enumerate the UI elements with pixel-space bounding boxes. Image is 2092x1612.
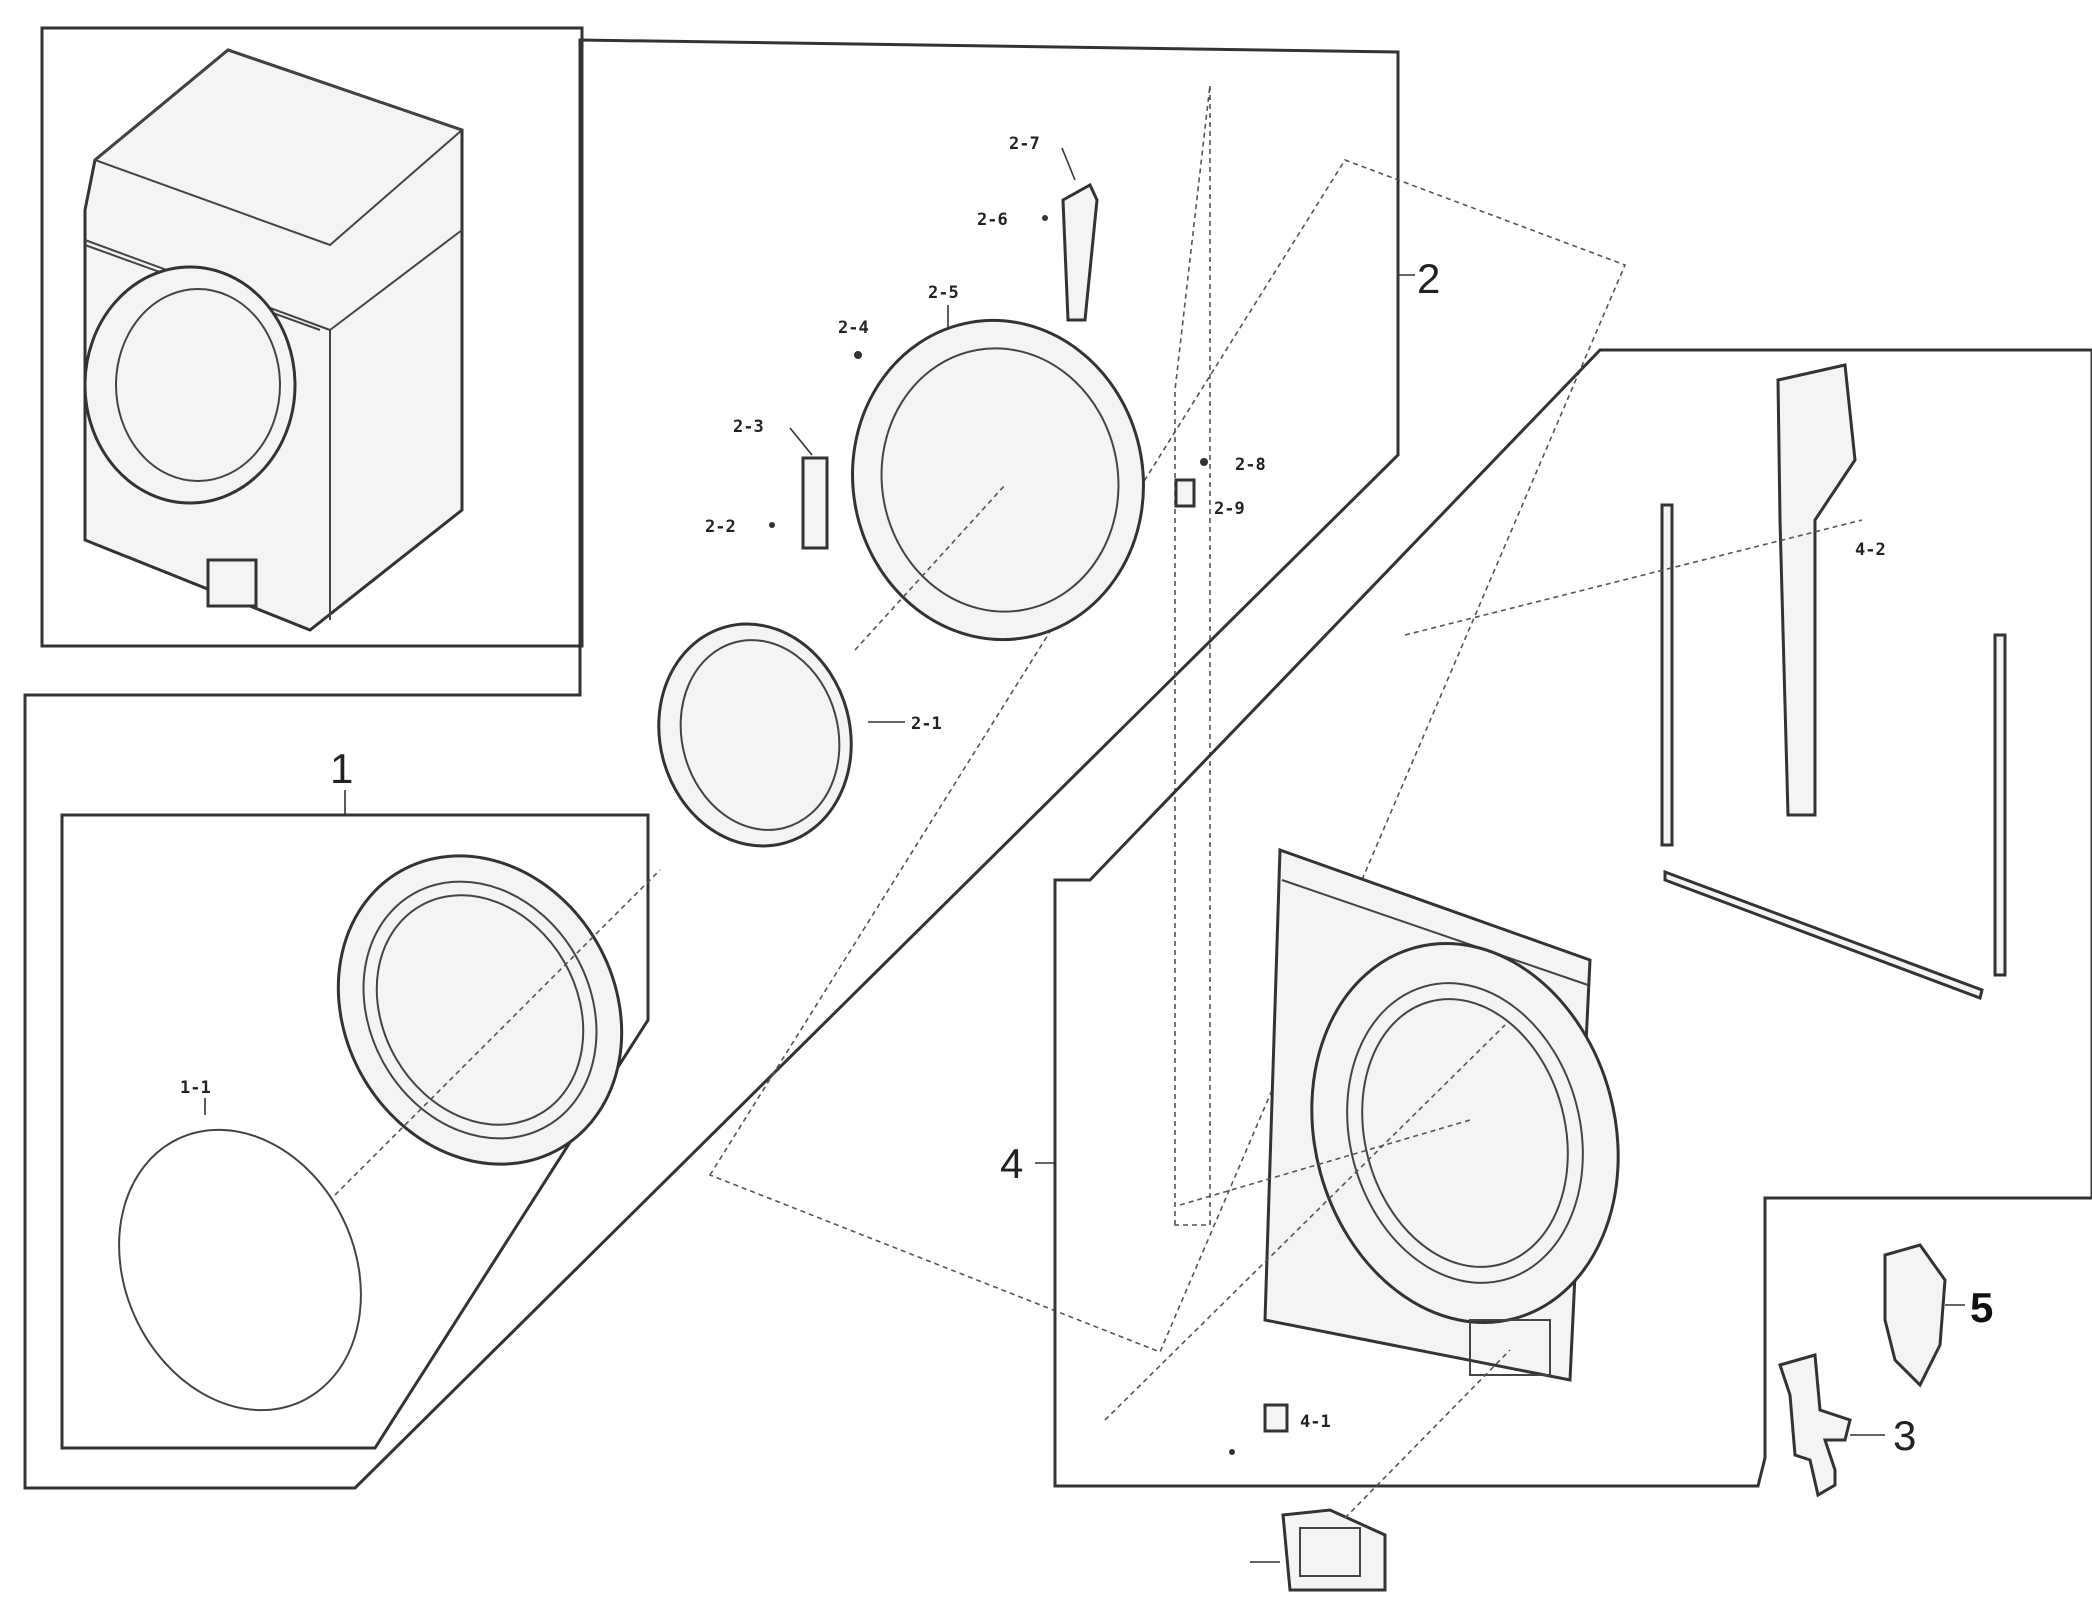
callout-2-6: 2-6 — [977, 210, 1008, 230]
callout-1-1: 1-1 — [180, 1078, 211, 1098]
callout-4-2: 4-2 — [1855, 540, 1886, 560]
door-lock-box — [1250, 1349, 1511, 1592]
group-2: 2 2-1 2-5 2-3 2-2 2-4 2-7 2-6 — [657, 84, 1627, 1354]
inner-door-ring-2-1 — [657, 622, 853, 848]
door-striker-4-1 — [1263, 1403, 1289, 1433]
callout-5: 5 — [1970, 1284, 1993, 1331]
callout-2-7: 2-7 — [1009, 134, 1040, 154]
callout-2-4: 2-4 — [838, 318, 869, 338]
trim-strip-right — [1993, 633, 2007, 977]
door-frame-2-5 — [851, 318, 1145, 642]
group-1-subframe — [60, 813, 650, 1450]
callout-4: 4 — [1000, 1140, 1023, 1187]
hinge-2-7 — [1061, 182, 1099, 322]
group-1: 1 1-1 — [23, 38, 1400, 1490]
callout-2-8: 2-8 — [1235, 455, 1266, 475]
group-4: 4 4-2 4-1 — [1000, 348, 2092, 1488]
callout-1: 1 — [330, 745, 353, 792]
callout-2: 2 — [1417, 255, 1440, 302]
overview-frame — [40, 26, 584, 648]
overview-inset — [40, 26, 584, 648]
group-2-dashed-outline — [708, 159, 1627, 1354]
part-5: 5 — [1883, 1243, 1993, 1388]
screw-4-1 — [1229, 1449, 1235, 1455]
callout-4-1: 4-1 — [1300, 1412, 1331, 1432]
group-1-frame — [23, 38, 1400, 1490]
screw-2-8 — [1200, 458, 1208, 466]
door-outer-ring — [336, 854, 624, 1166]
washer-overview-image — [83, 48, 464, 632]
front-panel — [1263, 847, 1620, 1382]
callout-3: 3 — [1893, 1412, 1916, 1459]
group-4-frame — [1053, 348, 2092, 1488]
callout-2-9: 2-9 — [1214, 499, 1245, 519]
trim-strip-bottom — [1663, 869, 1984, 1000]
callout-2-2: 2-2 — [705, 517, 736, 537]
screw-2-2 — [769, 522, 775, 528]
callout-2-3: 2-3 — [733, 417, 764, 437]
door-latch-2-3 — [801, 456, 829, 550]
callout-2-1: 2-1 — [911, 714, 942, 734]
screw-2-6 — [1042, 215, 1048, 221]
part-3: 3 — [1778, 1353, 1916, 1498]
hinge-holder-2-9 — [1174, 478, 1196, 508]
hinge-dashed-outline — [1174, 84, 1211, 1226]
screw-2-4 — [854, 351, 862, 359]
trim-strip-left — [1660, 503, 1674, 847]
hinge-plate-4-2 — [1776, 363, 1857, 817]
callout-2-5: 2-5 — [928, 283, 959, 303]
door-glass-1-1 — [118, 1128, 362, 1412]
